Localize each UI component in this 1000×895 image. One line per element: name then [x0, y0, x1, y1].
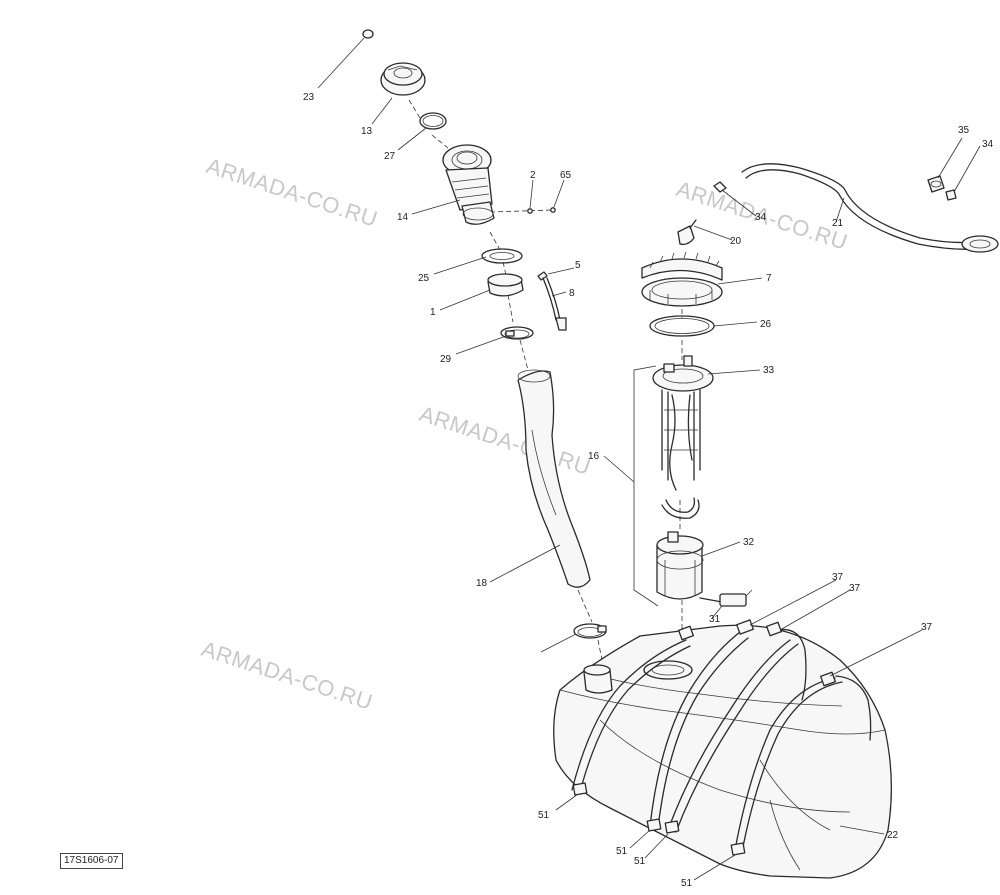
callout-21: 21: [832, 218, 844, 229]
part-23-pin: [362, 29, 374, 39]
watermark: ARMADA-CO.RU: [198, 636, 375, 715]
part-31-level-sensor: [699, 589, 753, 607]
part-22-fuel-tank: [553, 624, 892, 879]
callout-32: 32: [743, 537, 755, 548]
callout-31: 31: [709, 614, 721, 625]
callout-16: 16: [588, 451, 600, 462]
callout-37: 37: [849, 583, 861, 594]
callout-34: 34: [755, 212, 767, 223]
leader-lines: [317, 37, 981, 881]
callout-26: 26: [760, 319, 772, 330]
part-13-fuel-cap: [380, 62, 426, 96]
part-21-vent-hose: [741, 163, 999, 253]
part-26-seal: [649, 315, 715, 337]
callout-23: 23: [303, 92, 315, 103]
callout-33: 33: [763, 365, 775, 376]
part-5-8-vent-tube: [537, 271, 567, 331]
watermark: ARMADA-CO.RU: [203, 153, 380, 232]
part-33-pump-module: [652, 355, 714, 491]
part-16-bracket: [633, 365, 659, 607]
part-1-sleeve: [487, 273, 524, 297]
callout-37: 37: [921, 622, 933, 633]
callout-14: 14: [397, 212, 409, 223]
watermark: ARMADA-CO.RU: [416, 401, 593, 480]
part-20-elbow: [677, 219, 697, 246]
callout-2: 2: [530, 170, 536, 181]
part-29-clamp-lower: [573, 623, 607, 639]
callout-65: 65: [560, 170, 572, 181]
part-18-filler-hose: [517, 369, 591, 588]
part-internal-hose: [661, 497, 700, 519]
callout-51: 51: [634, 856, 646, 867]
part-34-clip-right: [945, 189, 957, 201]
callout-1: 1: [430, 307, 436, 318]
part-14-filler-neck: [442, 144, 495, 225]
part-34-clip-left: [713, 181, 727, 193]
callout-51: 51: [616, 846, 628, 857]
callout-25: 25: [418, 273, 430, 284]
callout-labels: 23 13 27 14 2 65 25 1 29 5 8 7 26 33 16 …: [303, 92, 994, 889]
part-2-65-fasteners: [527, 207, 556, 214]
callout-18: 18: [476, 578, 488, 589]
part-32-fuel-pump: [656, 531, 704, 600]
part-37-51-straps: [571, 619, 872, 856]
callout-8: 8: [569, 288, 575, 299]
callout-29: 29: [440, 354, 452, 365]
callout-51: 51: [681, 878, 693, 889]
callout-35: 35: [958, 125, 970, 136]
figure-reference-code: 17S1606-07: [60, 853, 123, 869]
callout-7: 7: [766, 273, 772, 284]
part-27-o-ring: [419, 112, 447, 130]
callout-51: 51: [538, 810, 550, 821]
callout-37: 37: [832, 572, 844, 583]
callout-20: 20: [730, 236, 742, 247]
callout-13: 13: [361, 126, 373, 137]
callout-27: 27: [384, 151, 396, 162]
part-29-clamp-upper: [500, 326, 534, 340]
callout-22: 22: [887, 830, 899, 841]
callout-5: 5: [575, 260, 581, 271]
callout-34: 34: [982, 139, 994, 150]
part-7-lock-ring: [641, 251, 723, 307]
part-25-gasket: [481, 248, 523, 264]
assembly-axis: [408, 99, 683, 666]
part-35-rollover-valve: [927, 175, 945, 193]
